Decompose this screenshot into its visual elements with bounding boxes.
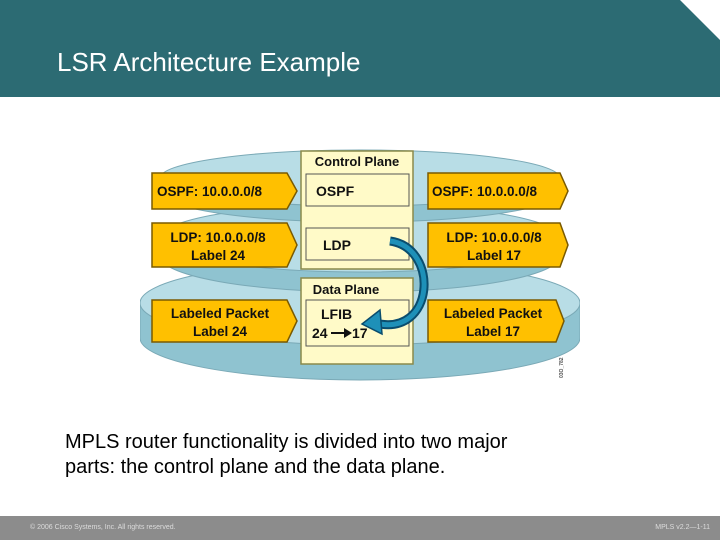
left-ospf-label: OSPF: 10.0.0.0/8 [157, 184, 263, 199]
right-ldp-line1: LDP: 10.0.0.0/8 [446, 230, 542, 245]
curve-arrowhead [360, 308, 383, 336]
right-ospf-label: OSPF: 10.0.0.0/8 [432, 184, 538, 199]
right-packet-line2: Label 17 [466, 324, 520, 339]
caption-line-2: parts: the control plane and the data pl… [65, 456, 446, 478]
lfib-in-label: 24 [312, 325, 328, 341]
left-ldp-line2: Label 24 [191, 248, 246, 263]
left-ospf-arrow [151, 172, 298, 210]
slide-title: LSR Architecture Example [57, 47, 361, 77]
lfib-label: LFIB [321, 306, 352, 322]
slide-header: LSR Architecture Example [0, 0, 720, 97]
right-ldp-line2: Label 17 [467, 248, 521, 263]
figure-code: 03O_782 [559, 357, 565, 378]
left-ldp-arrow [151, 222, 298, 268]
footer-copyright: © 2006 Cisco Systems, Inc. All rights re… [30, 524, 176, 531]
lfib-out-label: 17 [352, 325, 368, 341]
left-packet-line1: Labeled Packet [171, 306, 270, 321]
ldp-to-lfib-curve-arrow-inner [374, 238, 427, 328]
header-corner-notch [680, 0, 720, 40]
right-packet-arrow [427, 299, 565, 343]
data-plane-label: Data Plane [313, 282, 379, 297]
ospf-box [305, 173, 410, 207]
left-packet-arrow [151, 299, 298, 343]
ospf-box-label: OSPF [316, 183, 355, 199]
left-ldp-line1: LDP: 10.0.0.0/8 [170, 230, 266, 245]
footer-slide-ref: MPLS v2.2—1-11 [655, 524, 710, 531]
slide-caption: MPLS router functionality is divided int… [65, 430, 685, 480]
lsr-architecture-diagram: Control Plane OSPF LDP Data Plane LFIB 2… [140, 149, 580, 381]
right-packet-line1: Labeled Packet [444, 306, 543, 321]
slide-footer: © 2006 Cisco Systems, Inc. All rights re… [0, 516, 720, 540]
right-ospf-arrow [427, 172, 569, 210]
ldp-box-label: LDP [323, 237, 351, 253]
control-plane-label: Control Plane [315, 154, 400, 169]
right-ldp-arrow [427, 222, 569, 268]
caption-line-1: MPLS router functionality is divided int… [65, 431, 508, 453]
lfib-swap-arrowhead [344, 328, 352, 338]
left-packet-line2: Label 24 [193, 324, 248, 339]
